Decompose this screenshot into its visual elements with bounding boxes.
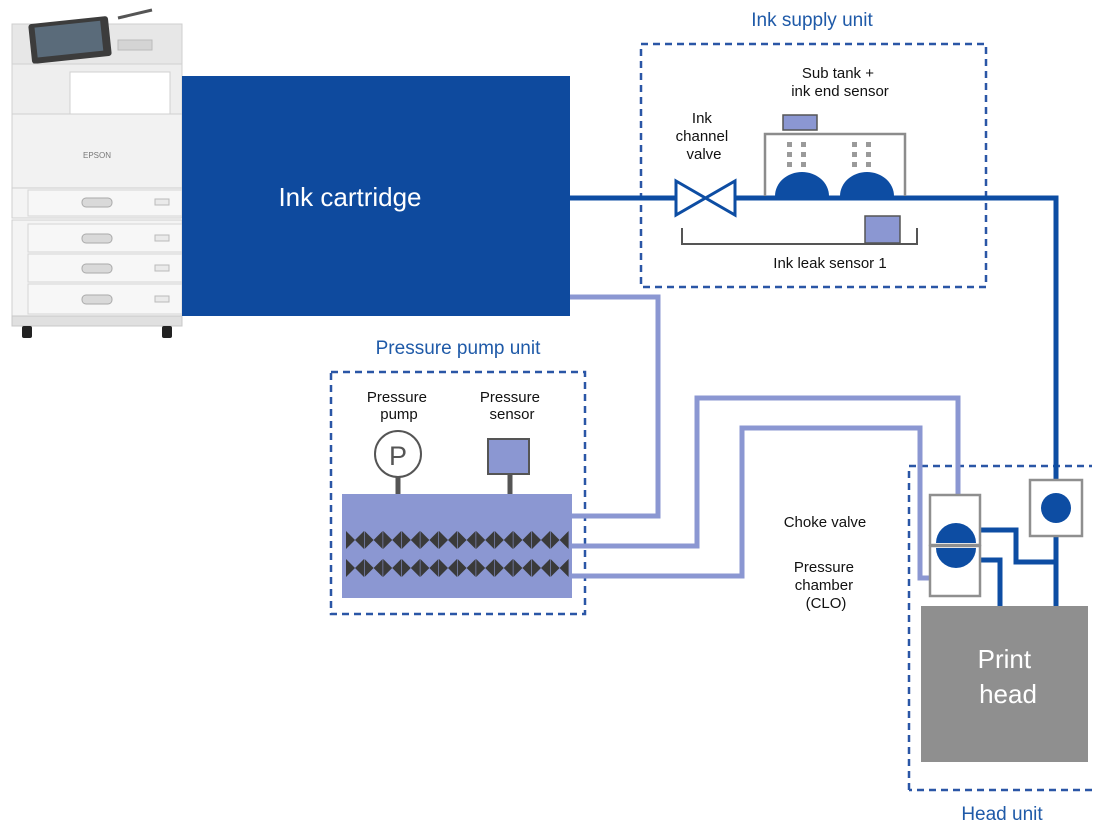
flow-pattern-mark [457,559,476,577]
sub-tank-label: Sub tank + ink end sensor [791,65,889,100]
flow-pattern-mark [457,531,476,549]
flow-pattern-mark [383,559,402,577]
head-unit-border [907,464,1092,792]
print-head [921,606,1088,762]
pressure-pump-label: Pressure pump [367,389,431,423]
head-unit-title: Head unit [961,804,1043,825]
ink-supply-unit-border [639,42,988,289]
pressure-pump: P [374,430,422,494]
pump-symbol: P [389,441,407,471]
pressure-chamber-icon [936,548,976,568]
printer-illustration: EPSON [11,8,183,338]
air-line-pressure-chamber [572,425,930,581]
ink-line-main [735,195,1059,606]
flow-pattern-mark [532,531,550,549]
leak-sensor-pad [864,215,901,244]
sub-tank-chamber-right [840,172,894,196]
pressure-sensor-icon [487,438,530,475]
choke-valve-label: Choke valve [784,514,867,531]
flow-pattern-mark [439,559,457,577]
pressure-pump-unit-border [329,370,587,616]
flow-pattern-mark [513,531,532,549]
flow-pattern-mark [364,531,383,549]
head-filter-icon [1041,493,1071,523]
ink-leak-sensor-label: Ink leak sensor 1 [773,255,886,272]
printer-brand-logo: EPSON [83,151,111,160]
pressure-chamber-label: Pressure chamber (CLO) [794,559,858,612]
pressure-sensor [487,438,530,494]
flow-pattern-mark [532,559,550,577]
flow-pattern-mark [494,559,513,577]
ink-cartridge [182,76,570,316]
flow-pattern-mark [383,531,402,549]
flow-pattern-mark [420,531,439,549]
ink-channel-valve-label: Ink channel valve [676,110,733,163]
pump-flow-pattern [346,531,569,577]
sub-tank [763,114,907,196]
flow-pattern-mark [550,559,569,577]
air-line-choke-valve [572,395,961,549]
sub-tank-dots [787,142,871,167]
flow-pattern-mark [346,531,364,549]
ink-supply-unit-title: Ink supply unit [751,10,873,31]
flow-pattern-mark [494,531,513,549]
flow-pattern-mark [439,531,457,549]
sub-tank-chamber-left [775,172,829,196]
flow-pattern-mark [476,531,495,549]
flow-pattern-mark [513,559,532,577]
pressure-sensor-label: Pressure sensor [480,389,544,423]
flow-pattern-mark [364,559,383,577]
pressure-air-lines [570,294,961,581]
head-filter [1028,478,1084,538]
ink-line-pressure-chamber [980,557,1003,606]
flow-pattern-mark [550,531,569,549]
ink-channel-valve [674,178,737,218]
flow-pattern-mark [420,559,439,577]
flow-pattern-mark [401,531,420,549]
ink-line-choke-valve [980,527,1056,565]
choke-valve-icon [936,523,976,543]
air-line-cartridge [570,294,661,519]
valve-icon [674,178,737,218]
printer-caster [162,326,172,338]
ink-cartridge-label: Ink cartridge [278,182,421,212]
pressure-chamber [928,544,982,598]
ink-lines [570,195,1059,606]
flow-pattern-mark [401,559,420,577]
flow-pattern-mark [346,559,364,577]
ink-leak-sensor [681,215,918,245]
pressure-pump-unit-title: Pressure pump unit [376,338,541,359]
choke-valve [928,493,982,547]
flow-pattern-mark [476,559,495,577]
ink-end-sensor [782,114,818,131]
print-head-label: Print head [978,644,1039,709]
printer-caster [22,326,32,338]
